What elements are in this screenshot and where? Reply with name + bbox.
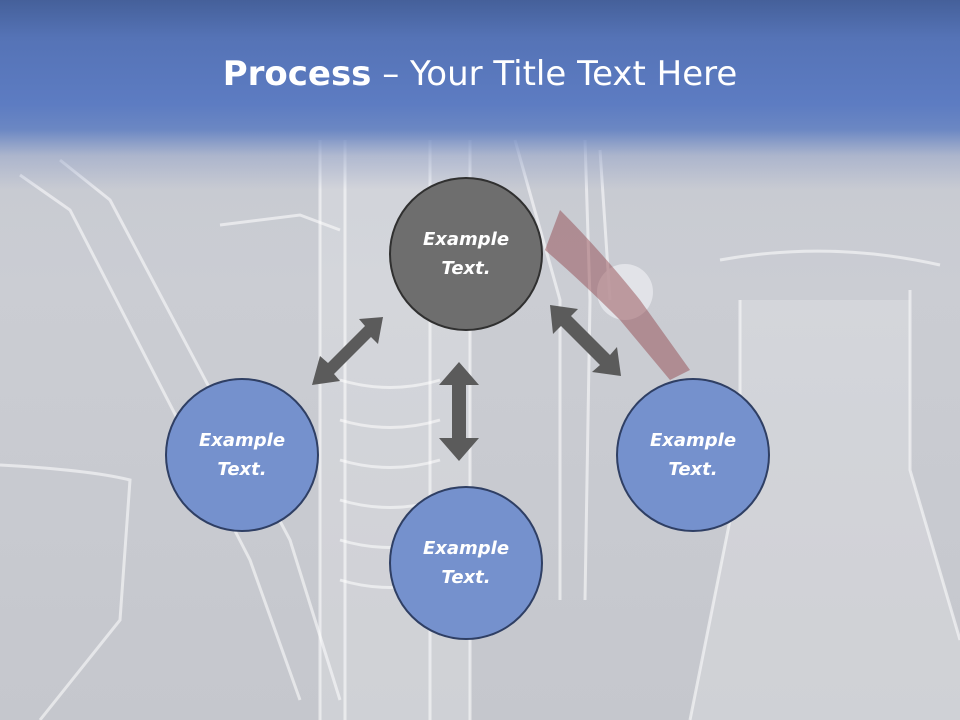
process-circle-right[interactable]: Example Text. [616,378,770,532]
title-bold-part: Process [222,54,372,94]
process-circle-left[interactable]: Example Text. [165,378,319,532]
process-circle-top[interactable]: Example Text. [389,177,543,331]
circle-left-line2: Text. [217,459,267,480]
title-band [0,0,960,190]
circle-right-line1: Example [649,430,737,451]
circle-left-line1: Example [198,430,286,451]
title-rest-part: – Your Title Text Here [371,54,738,94]
circle-bottom-line2: Text. [441,567,491,588]
circle-right-line2: Text. [668,459,718,480]
circle-bottom-line1: Example [422,538,510,559]
circle-top-line2: Text. [441,258,491,279]
circle-top-line1: Example [422,229,510,250]
process-circle-bottom[interactable]: Example Text. [389,486,543,640]
slide-title[interactable]: Process – Your Title Text Here [0,52,960,96]
